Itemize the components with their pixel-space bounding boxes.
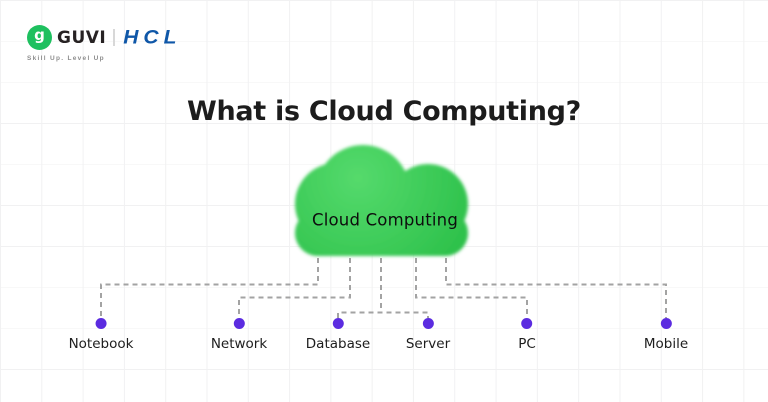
node-dot bbox=[95, 318, 107, 329]
guvi-logo-icon: g bbox=[27, 25, 52, 50]
brand-row: g GUVI HCL bbox=[27, 24, 181, 51]
brand-tagline: Skill Up. Level Up bbox=[27, 55, 105, 62]
node-dot bbox=[332, 318, 344, 329]
brand-divider bbox=[113, 29, 116, 46]
node-mobile: Mobile bbox=[644, 318, 688, 352]
cloud-label: Cloud Computing bbox=[312, 210, 458, 230]
node-dot bbox=[422, 318, 434, 329]
connector-pc bbox=[415, 258, 528, 318]
connector-notebook bbox=[100, 258, 319, 318]
node-label: Mobile bbox=[643, 336, 689, 352]
node-label: Server bbox=[405, 336, 451, 352]
connector-mobile bbox=[445, 258, 667, 318]
node-dot bbox=[233, 318, 245, 329]
node-label: PC bbox=[518, 336, 536, 352]
node-label: Network bbox=[210, 336, 268, 352]
guvi-wordmark: GUVI bbox=[57, 27, 107, 48]
connector-database-server bbox=[337, 258, 429, 318]
node-database: Database bbox=[306, 318, 370, 352]
cloud-shape bbox=[295, 145, 468, 256]
brand-logo: g GUVI HCL Skill Up. Level Up bbox=[27, 24, 181, 62]
node-label: Database bbox=[305, 336, 371, 352]
node-pc: PC bbox=[518, 318, 536, 352]
connector-network bbox=[238, 258, 351, 318]
node-server: Server bbox=[406, 318, 450, 352]
hcl-wordmark: HCL bbox=[123, 26, 182, 48]
node-label: Notebook bbox=[68, 336, 134, 352]
node-dot bbox=[521, 318, 533, 329]
node-notebook: Notebook bbox=[68, 318, 134, 352]
node-dot bbox=[660, 318, 672, 329]
page-title: What is Cloud Computing? bbox=[186, 96, 582, 128]
node-network: Network bbox=[211, 318, 267, 352]
